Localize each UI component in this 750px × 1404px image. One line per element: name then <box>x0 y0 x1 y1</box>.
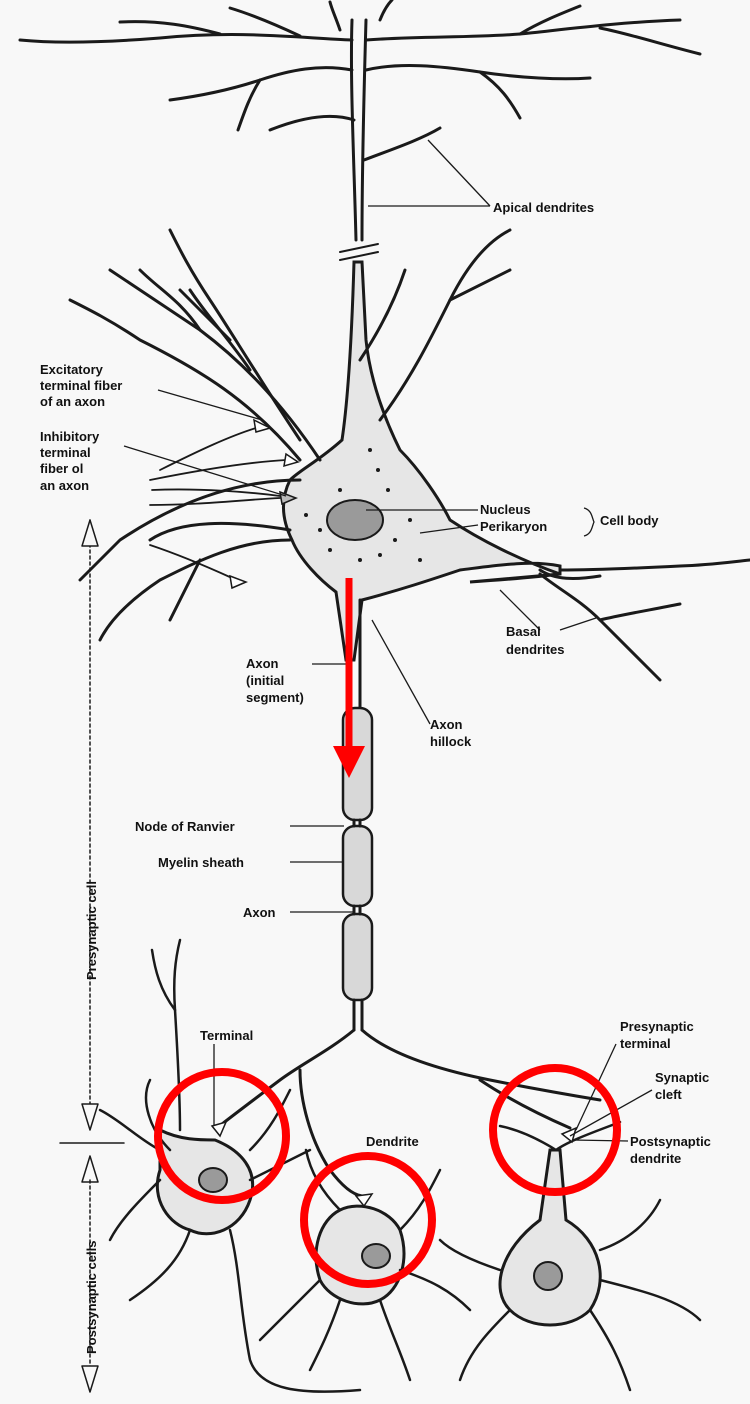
terminal-fibers <box>150 428 286 578</box>
label-axon-initial-line1: Axon <box>246 656 279 671</box>
cell-body-brace <box>584 508 594 536</box>
label-cell-body: Cell body <box>600 513 659 528</box>
nucleus-left <box>199 1168 227 1192</box>
label-basal-line2: dendrites <box>506 642 565 657</box>
label-myelin-sheath: Myelin sheath <box>158 855 244 870</box>
label-axon-initial-line3: segment) <box>246 690 304 705</box>
label-presynaptic-terminal-line1: Presynaptic <box>620 1019 694 1034</box>
label-postsynaptic-dendrite-line1: Postsynaptic <box>630 1134 711 1149</box>
label-axon: Axon <box>243 905 276 920</box>
label-inhibitory-line4: an axon <box>40 478 89 493</box>
axon-break-mark <box>340 244 378 260</box>
nucleus-middle <box>362 1244 390 1268</box>
label-dendrite: Dendrite <box>366 1134 419 1149</box>
nucleus-right <box>534 1262 562 1290</box>
basal-dendrites-right <box>540 560 750 680</box>
label-excitatory-line3: of an axon <box>40 394 105 409</box>
label-postsynaptic-dendrite-line2: dendrite <box>630 1151 681 1166</box>
label-excitatory-line2: terminal fiber <box>40 378 122 393</box>
label-nucleus: Nucleus <box>480 502 531 517</box>
terminal-4 <box>230 576 246 588</box>
label-postsynaptic-cells: Postsynaptic cells <box>84 1241 99 1354</box>
nucleus <box>327 500 383 540</box>
label-basal-line1: Basal <box>506 624 541 639</box>
myelin-segment-2 <box>343 826 372 906</box>
label-axon-hillock-line2: hillock <box>430 734 472 749</box>
label-axon-initial-line2: (initial <box>246 673 284 688</box>
apical-dendrites <box>20 0 700 240</box>
label-terminal: Terminal <box>200 1028 253 1043</box>
label-inhibitory-line3: fiber ol <box>40 461 83 476</box>
myelin-segment-3 <box>343 914 372 1000</box>
label-presynaptic-terminal-line2: terminal <box>620 1036 671 1051</box>
terminal-middle <box>356 1194 372 1206</box>
label-axon-hillock-line1: Axon <box>430 717 463 732</box>
label-presynaptic-cell: Presynaptic cell <box>84 881 99 980</box>
label-node-of-ranvier: Node of Ranvier <box>135 819 235 834</box>
pyramidal-cell-body <box>283 262 560 660</box>
label-perikaryon: Perikaryon <box>480 519 547 534</box>
label-apical-dendrites: Apical dendrites <box>493 200 594 215</box>
label-excitatory-line1: Excitatory <box>40 362 104 377</box>
label-synaptic-cleft-line1: Synaptic <box>655 1070 709 1085</box>
basal-dendrites-upper <box>70 230 510 640</box>
label-synaptic-cleft-line2: cleft <box>655 1087 682 1102</box>
label-inhibitory-line2: terminal <box>40 445 91 460</box>
label-inhibitory-line1: Inhibitory <box>40 429 100 444</box>
